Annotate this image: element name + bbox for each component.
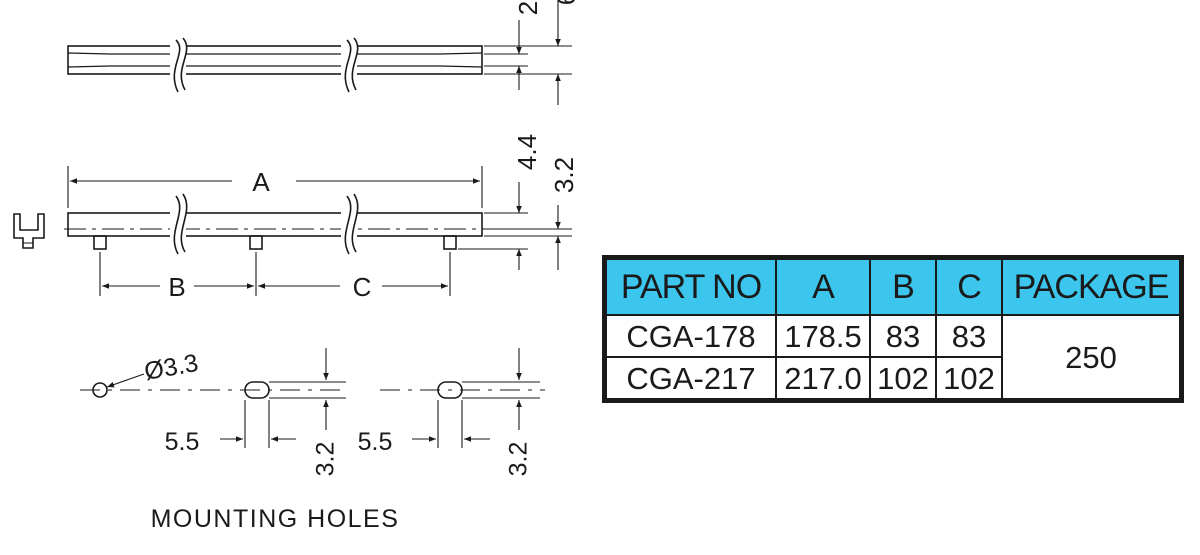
hole-pitch-label-1: 5.5 bbox=[165, 428, 200, 456]
dim-4-4-label: 4.4 bbox=[512, 134, 542, 170]
cell-b: 83 bbox=[869, 314, 937, 358]
cell-a: 178.5 bbox=[775, 314, 871, 358]
header-part-no: PART NO bbox=[603, 256, 777, 316]
cell-package: 250 bbox=[1001, 314, 1183, 402]
table-header-row: PART NO A B C PACKAGE bbox=[603, 256, 1183, 316]
hole-width-label-1: 3.2 bbox=[312, 442, 340, 477]
cell-part-no: CGA-217 bbox=[603, 356, 777, 402]
cell-c: 102 bbox=[935, 356, 1003, 402]
cell-b: 102 bbox=[869, 356, 937, 402]
mounting-holes-caption: MOUNTING HOLES bbox=[151, 505, 400, 533]
side-view-strip bbox=[13, 166, 572, 296]
slot-hole bbox=[244, 381, 270, 399]
dim-b-label: B bbox=[168, 272, 185, 302]
cell-part-no: CGA-178 bbox=[603, 314, 777, 358]
hole-width-label-2: 3.2 bbox=[505, 442, 533, 477]
mounting-holes-view bbox=[80, 348, 545, 448]
top-view-strip bbox=[67, 0, 572, 105]
slot-hole bbox=[437, 381, 463, 399]
round-hole bbox=[92, 382, 108, 398]
cell-c: 83 bbox=[935, 314, 1003, 358]
hole-pitch-label-2: 5.5 bbox=[358, 428, 393, 456]
header-a: A bbox=[775, 256, 871, 316]
dim-3-2-label: 3.2 bbox=[549, 157, 579, 193]
table-row: CGA-217 217.0 102 102 bbox=[603, 356, 1182, 402]
cell-a: 217.0 bbox=[775, 356, 871, 402]
part-spec-table: PART NO A B C PACKAGE CGA-178 178.5 83 8… bbox=[602, 255, 1184, 403]
header-package: PACKAGE bbox=[1001, 256, 1183, 316]
header-c: C bbox=[935, 256, 1003, 316]
dim-c-label: C bbox=[353, 272, 372, 302]
table-row: CGA-178 178.5 83 83 250 bbox=[603, 314, 1183, 402]
dim-6-label: 6 bbox=[551, 0, 581, 5]
dim-a-label: A bbox=[252, 167, 270, 197]
header-b: B bbox=[869, 256, 937, 316]
hole-diameter-label: Ø3.3 bbox=[142, 349, 200, 386]
dim-2-label: 2 bbox=[513, 1, 543, 15]
